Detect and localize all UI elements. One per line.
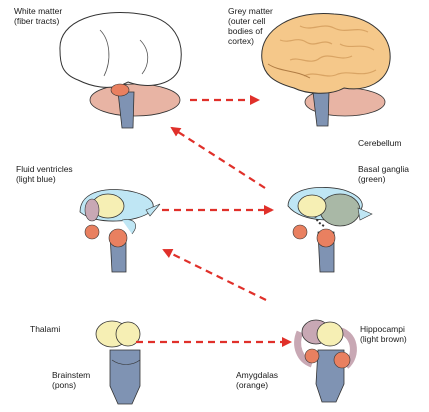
cerebellum-shape-1	[89, 83, 181, 117]
label-grey-matter: Grey matter (outer cell bodies of cortex…	[228, 6, 273, 46]
hippocampi-figure	[294, 319, 357, 403]
label-basal-ganglia: Basal ganglia (green)	[358, 164, 410, 184]
basal-ganglia-figure	[287, 187, 373, 273]
label-thalami: Thalami	[30, 324, 61, 334]
ventricles-figure	[79, 189, 161, 273]
brainstem-shape-2	[312, 91, 330, 127]
arrow-grey-to-ventricles	[170, 126, 266, 189]
white-matter-brain	[59, 12, 182, 129]
label-brainstem: Brainstem (pons)	[52, 370, 91, 390]
arrows	[136, 95, 292, 347]
label-fluid-ventricles: Fluid ventricles (light blue)	[16, 164, 73, 184]
amygdala-shape-2	[304, 348, 320, 364]
brainstem-shape-1	[117, 91, 135, 129]
grey-matter-brain	[261, 12, 391, 127]
amygdala-shape-1	[110, 83, 130, 97]
arrow-basal-to-thalami	[162, 249, 267, 301]
label-hippocampi: Hippocampi (light brown)	[360, 324, 407, 344]
label-cerebellum: Cerebellum	[358, 138, 402, 148]
basal-ganglia-shape	[319, 193, 361, 227]
white-matter-shape	[59, 12, 182, 88]
label-white-matter: White matter (fiber tracts)	[14, 6, 63, 26]
label-amygdalas: Amygdalas (orange)	[236, 370, 279, 390]
grey-matter-shape	[261, 12, 391, 94]
brainstem-shape-3	[109, 349, 141, 405]
thalami-figure	[95, 320, 141, 405]
